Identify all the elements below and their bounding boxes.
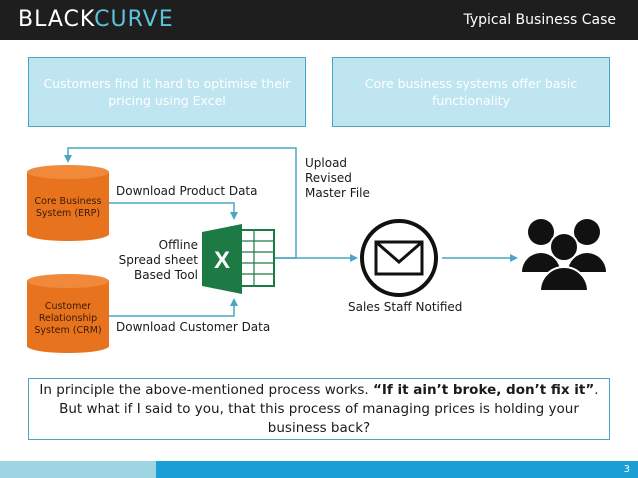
spreadsheet-label: Offline Spread sheet Based Tool [118,238,198,282]
problem-box-excel: Customers find it hard to optimise their… [28,57,306,127]
excel-letter: X [214,247,230,274]
download-customer-arrow [109,298,238,317]
conclusion-box: In principle the above-mentioned process… [28,378,610,440]
excel-icon: X [202,224,275,294]
download-product-label: Download Product Data [116,184,258,198]
download-customer-label: Download Customer Data [116,320,271,334]
conclusion-part-1: In principle the above-mentioned process… [39,381,373,398]
sales-staff-label: Sales Staff Notified [348,300,463,314]
upload-label: Upload Revised Master File [305,156,370,200]
problem-text-excel: Customers find it hard to optimise their… [43,76,291,108]
page-number: 3 [623,464,630,475]
problem-box-systems: Core business systems offer basic functi… [332,57,610,127]
slide-title: Typical Business Case [463,12,617,28]
problem-text-systems: Core business systems offer basic functi… [364,76,578,108]
header-bar: BLACKCURVE Typical Business Case [0,0,638,40]
footer-bar-right [156,461,638,478]
envelope-icon [360,219,438,297]
erp-label: Core Business System (ERP) [34,196,102,219]
download-product-arrow [109,202,238,220]
erp-database-icon [27,165,109,241]
crm-database-icon [27,274,109,353]
conclusion-part-2: . But what if I said to you, that this p… [59,381,599,436]
logo-curve-text: CURVE [94,7,174,32]
crm-label: Customer Relationship System (CRM) [34,301,102,336]
sales-staff-group-icon [522,219,606,292]
conclusion-text: In principle the above-mentioned process… [39,381,599,438]
logo-black-text: BLACK [18,7,95,32]
brand-logo: BLACKCURVE [18,6,174,34]
conclusion-quote: “If it ain’t broke, don’t fix it” [372,381,595,398]
footer-bar-left [0,461,156,478]
